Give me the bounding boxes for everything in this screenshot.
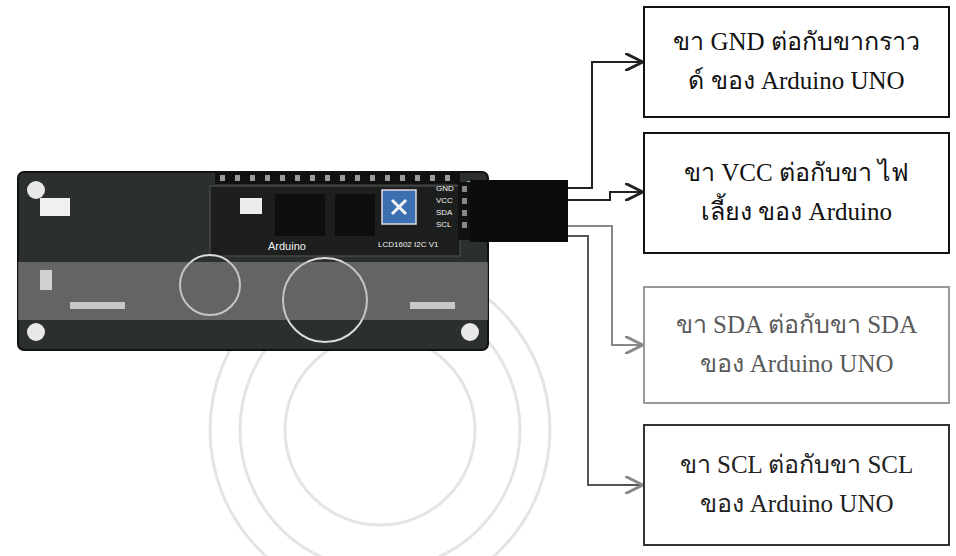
text-box: ขา SDA ต่อกับขา SDA ของ Arduino UNO (643, 286, 950, 404)
box-text: ขา SDA ต่อกับขา SDA ของ Arduino UNO (672, 306, 922, 384)
pin-name: SDA (436, 208, 452, 217)
text-box: ขา GND ต่อกับขากราวด์ ของ Arduino UNO (643, 6, 950, 118)
pin-name: GND (436, 184, 454, 193)
pcb-board (18, 172, 568, 350)
leader-arrow (568, 226, 641, 345)
box-text: ขา GND ต่อกับขากราวด์ ของ Arduino UNO (672, 23, 922, 101)
box-text: ขา SCL ต่อกับขา SCL ของ Arduino UNO (672, 446, 922, 524)
leader-arrow (568, 236, 641, 485)
leader-arrow (568, 62, 641, 188)
leader-arrow (568, 192, 641, 200)
leader-arrows (568, 62, 641, 485)
box-text: ขา VCC ต่อกับขา ไฟเลี้ยง ของ Arduino (672, 154, 922, 232)
pin-name: VCC (436, 196, 453, 205)
board-marking: LCD1602 I2C V1 (378, 240, 438, 249)
board-marking: Arduino (268, 240, 306, 252)
text-box: ขา SCL ต่อกับขา SCL ของ Arduino UNO (643, 424, 950, 546)
pin-name: SCL (436, 220, 452, 229)
text-box: ขา VCC ต่อกับขา ไฟเลี้ยง ของ Arduino (643, 132, 950, 254)
